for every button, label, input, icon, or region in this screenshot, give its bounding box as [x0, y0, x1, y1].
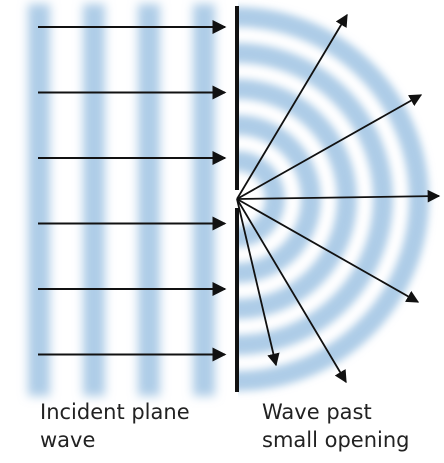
incident-plane-wave-caption: Incident plane wave: [40, 398, 240, 454]
incident-wave-bands: [28, 4, 215, 396]
wave-past-opening-caption: Wave past small opening: [262, 398, 444, 454]
caption-line: wave: [40, 428, 96, 452]
wave-band: [28, 4, 50, 396]
diffracted-ray: [236, 198, 420, 303]
wavefront-ring: [238, 7, 429, 391]
diffracted-ray: [236, 189, 441, 203]
wave-band: [83, 4, 105, 396]
diffracted-ray: [236, 94, 423, 200]
wavefront-ring: [238, 115, 321, 283]
caption-line: small opening: [262, 428, 410, 452]
diffracted-ray: [236, 13, 348, 200]
incident-arrows: [38, 20, 227, 362]
caption-line: Wave past: [262, 400, 372, 424]
wavefront-ring: [238, 43, 393, 355]
diffracted-rays: [236, 13, 441, 384]
wave-band: [193, 4, 215, 396]
diffracted-ray: [236, 198, 347, 384]
caption-line: Incident plane: [40, 400, 190, 424]
wavefront-ring: [238, 79, 357, 319]
wave-band: [138, 4, 160, 396]
diffracted-ray: [236, 198, 280, 367]
